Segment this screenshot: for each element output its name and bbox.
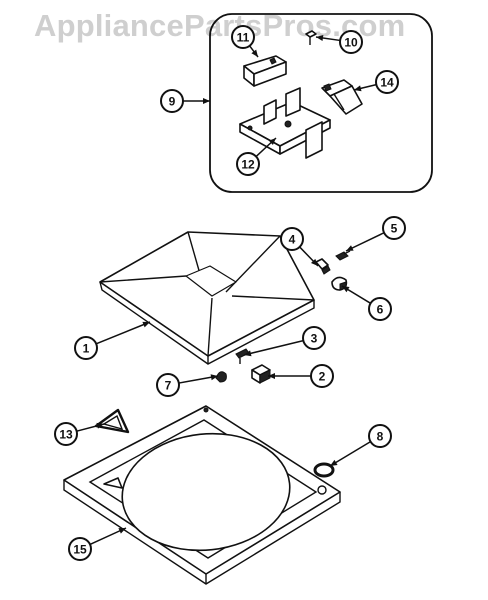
leader-arrow-8	[330, 459, 338, 466]
callout-circle	[74, 336, 98, 360]
callout-6: 6	[368, 297, 392, 321]
callout-number: 10	[344, 36, 358, 50]
callout-3: 3	[302, 326, 326, 350]
leader-arrow-1	[142, 321, 150, 328]
callout-circle	[280, 227, 304, 251]
part-13-triangle-bumper	[94, 408, 130, 434]
leader-arrow-9	[203, 98, 210, 104]
part-10-screw	[305, 30, 317, 45]
callout-15: 15	[68, 537, 92, 561]
leader-arrow-7	[210, 374, 218, 381]
leader-arrow-15	[118, 528, 126, 534]
part-4-knob	[315, 258, 331, 275]
leader-line-1	[95, 321, 151, 345]
leader-line-8	[329, 441, 371, 467]
callout-circle	[156, 373, 180, 397]
callout-11: 11	[231, 25, 255, 49]
leader-arrow-5	[346, 245, 354, 251]
callout-number: 4	[289, 233, 296, 247]
callout-number: 13	[59, 428, 73, 442]
leader-arrow-12	[268, 138, 276, 145]
callout-number: 5	[391, 222, 398, 236]
callout-9: 9	[160, 89, 184, 113]
part-8-grommet	[313, 462, 335, 478]
callout-circle	[310, 364, 334, 388]
callout-number: 6	[377, 303, 384, 317]
leader-arrow-2	[268, 373, 275, 379]
callout-number: 9	[169, 95, 176, 109]
callout-12: 12	[236, 152, 260, 176]
callout-1: 1	[74, 336, 98, 360]
callout-circle	[368, 297, 392, 321]
leader-line-3	[243, 339, 304, 356]
part-7-bumper	[215, 371, 227, 383]
part-2-hinge-block	[251, 364, 271, 384]
part-1-lid	[99, 231, 315, 365]
callout-circle	[368, 424, 392, 448]
callout-13: 13	[54, 422, 78, 446]
callout-number: 8	[377, 430, 384, 444]
callout-8: 8	[368, 424, 392, 448]
callout-circle	[382, 216, 406, 240]
callout-number: 15	[73, 543, 87, 557]
callout-5: 5	[382, 216, 406, 240]
leader-arrow-11	[251, 49, 258, 57]
callout-4: 4	[280, 227, 304, 251]
callout-circle	[68, 537, 92, 561]
callout-10: 10	[339, 30, 363, 54]
callout-circle	[54, 422, 78, 446]
leader-arrow-6	[342, 286, 350, 293]
callout-number: 12	[241, 158, 255, 172]
callout-circle	[236, 152, 260, 176]
part-11-switch	[243, 55, 287, 87]
callout-7: 7	[156, 373, 180, 397]
leader-arrow-14	[354, 85, 362, 92]
callout-number: 2	[319, 370, 326, 384]
callout-14: 14	[375, 70, 399, 94]
callout-circle	[231, 25, 255, 49]
part-12-bracket	[239, 87, 331, 159]
leader-arrow-3	[244, 350, 252, 357]
leader-arrow-10	[316, 35, 324, 41]
callout-circle	[375, 70, 399, 94]
part-15-top-cover	[63, 405, 341, 585]
part-5-screw	[335, 250, 351, 261]
callout-number: 7	[165, 379, 172, 393]
part-3-hinge	[235, 348, 250, 364]
callout-circle	[160, 89, 184, 113]
leader-arrow-13	[96, 422, 104, 429]
callout-number: 11	[237, 31, 250, 45]
callout-number: 14	[380, 76, 394, 90]
leader-lines	[76, 35, 385, 546]
callout-number: 3	[311, 332, 318, 346]
leader-line-5	[345, 232, 385, 252]
callout-2: 2	[310, 364, 334, 388]
part-14-actuator	[321, 79, 363, 115]
leader-arrow-4	[310, 258, 318, 266]
callout-circle	[302, 326, 326, 350]
callout-number: 1	[83, 342, 90, 356]
callout-circle	[339, 30, 363, 54]
inset-frame	[209, 13, 433, 193]
